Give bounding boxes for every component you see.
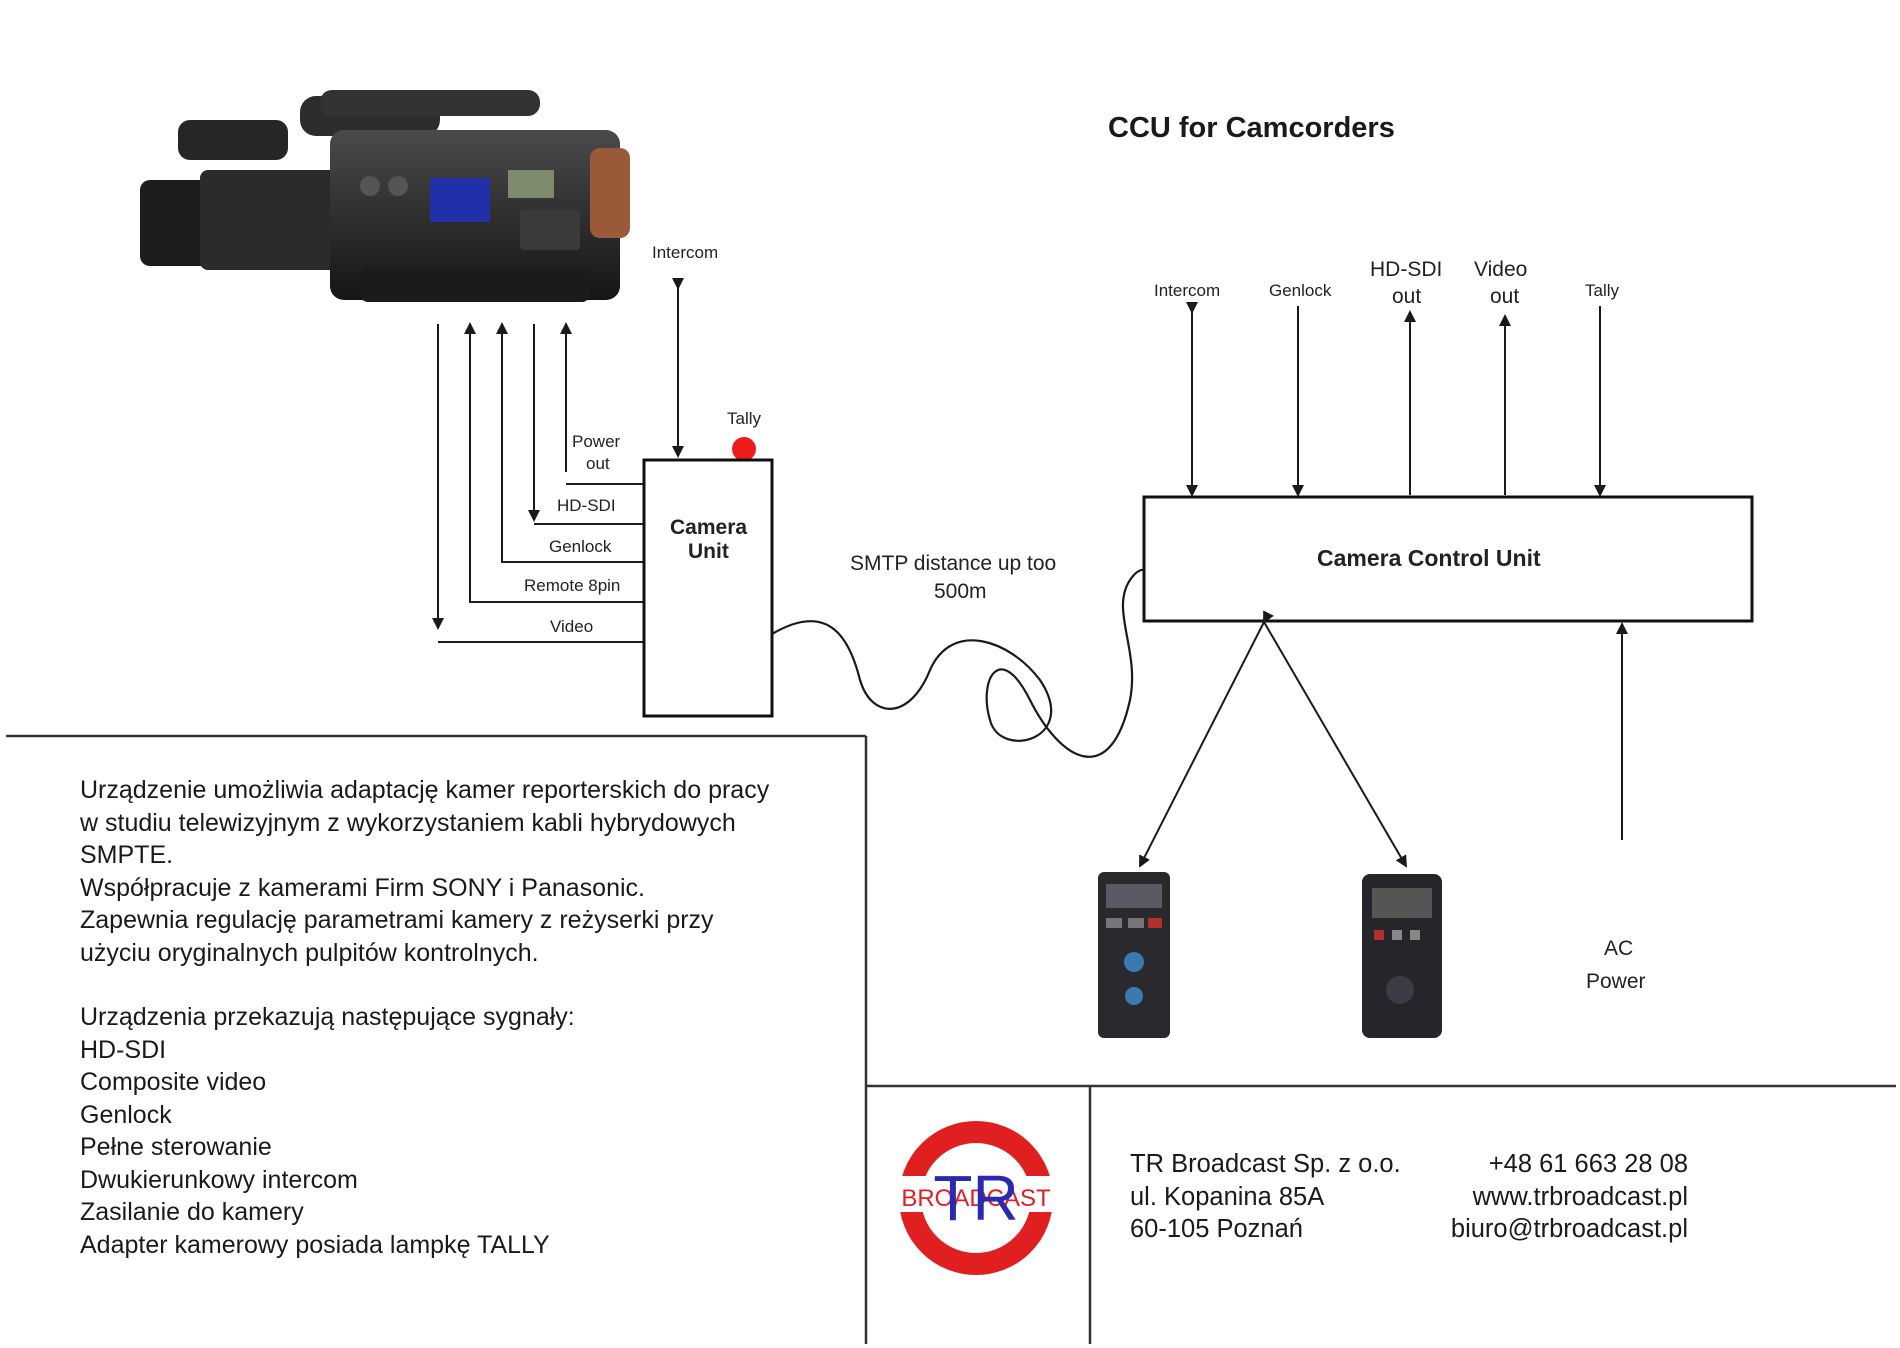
logo-big-text: TR <box>933 1162 1018 1234</box>
description-line: Urządzenie umożliwia adaptację kamer rep… <box>80 776 770 804</box>
company-address: TR Broadcast Sp. z o.o. ul. Kopanina 85A… <box>1130 1148 1401 1246</box>
label-ccu-hdsdi-2: out <box>1392 285 1421 308</box>
company-email-link[interactable]: biuro@trbroadcast.pl <box>1450 1215 1688 1243</box>
logo-small-text: BROADCAST <box>901 1185 1051 1212</box>
cable-label-2: 500m <box>934 580 987 603</box>
smpte-cable <box>771 568 1145 758</box>
signal-item: Pełne sterowanie <box>80 1133 272 1161</box>
label-cam-intercom: Intercom <box>652 243 718 262</box>
company-name: TR Broadcast Sp. z o.o. <box>1130 1150 1401 1178</box>
label-video: Video <box>550 617 593 636</box>
description-line: użyciu oryginalnych pulpitów kontrolnych… <box>80 938 539 967</box>
label-ac-power-2: Power <box>1586 970 1646 993</box>
label-ccu-video-2: out <box>1490 285 1519 308</box>
description-line: Zapewnia regulację parametrami kamery z … <box>80 906 714 934</box>
signal-item: Composite video <box>80 1068 267 1096</box>
ccu-label: Camera Control Unit <box>1317 545 1541 571</box>
label-power-out-1: Power <box>572 432 621 451</box>
ccu-output-lines <box>1139 302 1628 868</box>
label-genlock: Genlock <box>549 537 612 556</box>
camera-unit-label-1: Camera <box>670 516 747 539</box>
signal-item: Zasilanie do kamery <box>80 1198 304 1226</box>
layout-frame-lines <box>6 734 1896 1344</box>
label-power-out-2: out <box>586 454 610 473</box>
label-cam-tally: Tally <box>727 409 762 428</box>
tr-broadcast-logo: BROADCAST TR <box>892 1121 1060 1275</box>
signal-item: HD-SDI <box>80 1035 167 1064</box>
signals-heading: Urządzenia przekazują następujące sygnał… <box>80 1003 575 1031</box>
page-title: CCU for Camcorders <box>1108 112 1395 144</box>
remote-control-panel-2-image <box>1362 874 1442 1038</box>
signal-item: Dwukierunkowy intercom <box>80 1165 358 1194</box>
company-contact: +48 61 663 28 08 www.trbroadcast.pl biur… <box>1420 1148 1688 1246</box>
label-ccu-tally: Tally <box>1585 281 1620 300</box>
label-ccu-video-1: Video <box>1474 258 1527 281</box>
camcorder-image <box>140 90 630 302</box>
remote-control-panel-1-image <box>1098 872 1170 1038</box>
company-phone: +48 61 663 28 08 <box>1488 1150 1688 1178</box>
label-ac-power-1: AC <box>1604 937 1633 960</box>
description-line: Współpracuje z kamerami Firm SONY i Pana… <box>80 873 645 902</box>
label-ccu-genlock: Genlock <box>1269 281 1332 300</box>
label-ccu-intercom: Intercom <box>1154 281 1220 300</box>
description-line: w studiu telewizyjnym z wykorzystaniem k… <box>80 808 736 837</box>
signal-item: Genlock <box>80 1100 172 1129</box>
camera-connections <box>432 278 684 643</box>
camera-unit-box <box>642 458 774 718</box>
camera-unit-label-2: Unit <box>688 540 729 563</box>
label-remote: Remote 8pin <box>524 576 620 595</box>
label-ccu-hdsdi-1: HD-SDI <box>1370 258 1442 281</box>
company-street: ul. Kopanina 85A <box>1130 1182 1325 1211</box>
signal-item: Adapter kamerowy posiada lampkę TALLY <box>80 1230 550 1259</box>
description-line: SMPTE. <box>80 841 174 869</box>
label-hd-sdi: HD-SDI <box>557 496 616 515</box>
ccu-box <box>1142 495 1754 623</box>
device-description: Urządzenie umożliwia adaptację kamer rep… <box>80 774 860 1261</box>
company-website-link[interactable]: www.trbroadcast.pl <box>1472 1182 1688 1211</box>
tally-lamp-icon <box>732 437 756 461</box>
company-city: 60-105 Poznań <box>1130 1215 1303 1243</box>
cable-label-1: SMTP distance up too <box>850 552 1056 575</box>
